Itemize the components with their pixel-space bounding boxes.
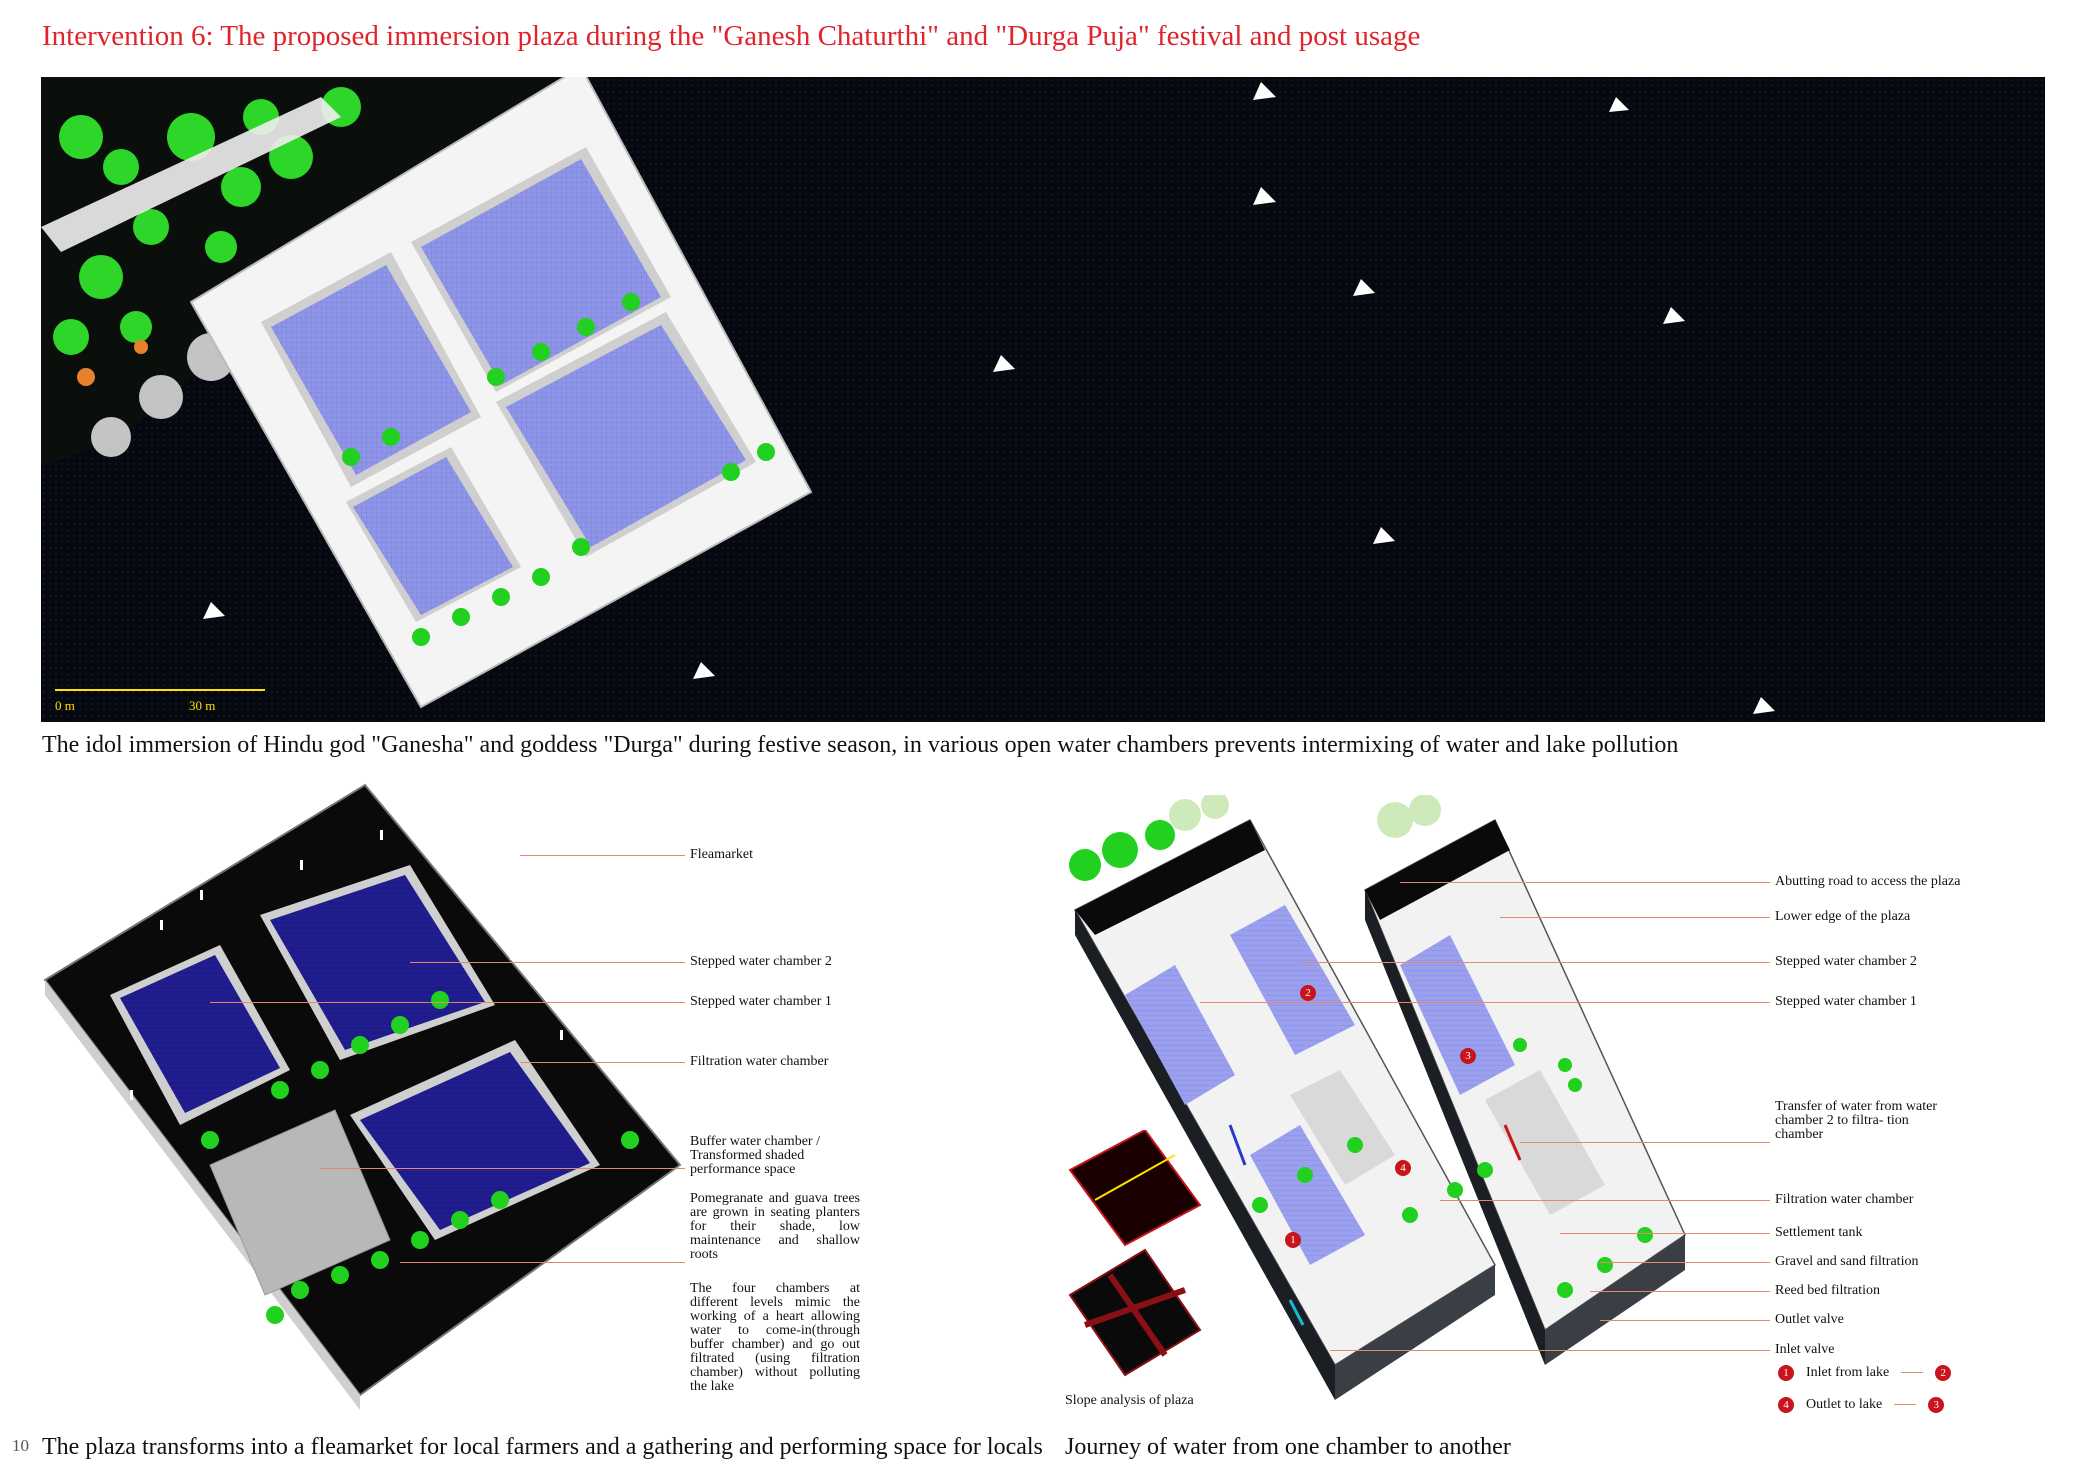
leader-r-filtration <box>1440 1200 1770 1201</box>
legend-outlet-line <box>1894 1404 1917 1405</box>
label-fleamarket: Fleamarket <box>690 847 753 862</box>
marker-chamber-3: 3 <box>1460 1048 1476 1064</box>
leader-r-chamber-2 <box>1300 962 1770 963</box>
aerial-plan-image: 0 m 30 m <box>41 77 2045 722</box>
leader-chamber-1 <box>210 1002 685 1003</box>
top-caption: The idol immersion of Hindu god "Ganesha… <box>42 732 1679 758</box>
note-trees: Pomegranate and guava trees are grown in… <box>690 1191 860 1262</box>
label-r-stepped-chamber-1: Stepped water chamber 1 <box>1775 994 1917 1009</box>
leader-transfer <box>1520 1142 1770 1143</box>
slope-caption: Slope analysis of plaza <box>1065 1393 1194 1408</box>
leader-r-chamber-1 <box>1200 1002 1770 1003</box>
leader-buffer <box>320 1168 685 1169</box>
fleamarket-axonometric <box>40 770 690 1410</box>
label-inlet-valve: Inlet valve <box>1775 1342 1835 1357</box>
legend-outlet: 4 Outlet to lake 3 <box>1778 1396 1945 1413</box>
label-lower-edge: Lower edge of the plaza <box>1775 909 1911 924</box>
leader-lower-edge <box>1500 917 1770 918</box>
leader-gravel <box>1600 1262 1770 1263</box>
label-gravel-sand: Gravel and sand filtration <box>1775 1254 1919 1269</box>
legend-outlet-num-b: 3 <box>1928 1396 1945 1413</box>
scale-start: 0 m <box>55 698 75 713</box>
legend-inlet-line <box>1901 1372 1924 1373</box>
label-buffer-chamber: Buffer water chamber / Transformed shade… <box>690 1134 820 1177</box>
page-number: 10 <box>12 1436 29 1455</box>
scale-end: 30 m <box>189 698 216 713</box>
marker-chamber-1: 1 <box>1285 1232 1301 1248</box>
label-filtration-chamber: Filtration water chamber <box>690 1054 829 1069</box>
label-stepped-chamber-2: Stepped water chamber 2 <box>690 954 832 969</box>
left-caption: The plaza transforms into a fleamarket f… <box>42 1434 1043 1460</box>
legend-inlet-text: Inlet from lake <box>1806 1365 1890 1380</box>
label-r-stepped-chamber-2: Stepped water chamber 2 <box>1775 954 1917 969</box>
label-stepped-chamber-1: Stepped water chamber 1 <box>690 994 832 1009</box>
leader-road <box>1400 882 1770 883</box>
leader-fleamarket <box>520 855 685 856</box>
legend-outlet-num-a: 4 <box>1778 1396 1794 1413</box>
leader-settlement <box>1560 1233 1770 1234</box>
leader-filtration <box>520 1062 685 1063</box>
legend-inlet-num-b: 2 <box>1935 1364 1952 1381</box>
plaza-plan <box>189 77 813 709</box>
marker-chamber-2: 2 <box>1300 985 1316 1001</box>
boats <box>203 82 1775 714</box>
label-transfer-water: Transfer of water from water chamber 2 t… <box>1775 1099 1937 1142</box>
leader-outlet <box>1600 1320 1770 1321</box>
label-settlement-tank: Settlement tank <box>1775 1225 1863 1240</box>
legend-inlet: 1 Inlet from lake 2 <box>1778 1364 1952 1381</box>
scale-bar <box>55 689 265 691</box>
leader-reed <box>1590 1291 1770 1292</box>
right-caption: Journey of water from one chamber to ano… <box>1065 1434 1511 1460</box>
legend-inlet-num-a: 1 <box>1778 1364 1794 1381</box>
marker-chamber-4: 4 <box>1395 1160 1411 1176</box>
leader-chamber-2 <box>410 962 685 963</box>
label-abutting-road: Abutting road to access the plaza <box>1775 874 1961 889</box>
page-title: Intervention 6: The proposed immersion p… <box>42 20 1421 52</box>
legend-outlet-text: Outlet to lake <box>1806 1397 1883 1412</box>
leader-inlet <box>1330 1350 1770 1351</box>
water-journey-axonometric: 1 2 3 4 <box>1065 791 1765 1405</box>
label-r-filtration-chamber: Filtration water chamber <box>1775 1192 1914 1207</box>
label-outlet-valve: Outlet valve <box>1775 1312 1844 1327</box>
leader-trees <box>400 1262 685 1263</box>
label-reed-bed: Reed bed filtration <box>1775 1283 1880 1298</box>
note-chambers: The four chambers at different levels mi… <box>690 1281 860 1394</box>
slope-analysis-diagram <box>1065 1128 1205 1390</box>
